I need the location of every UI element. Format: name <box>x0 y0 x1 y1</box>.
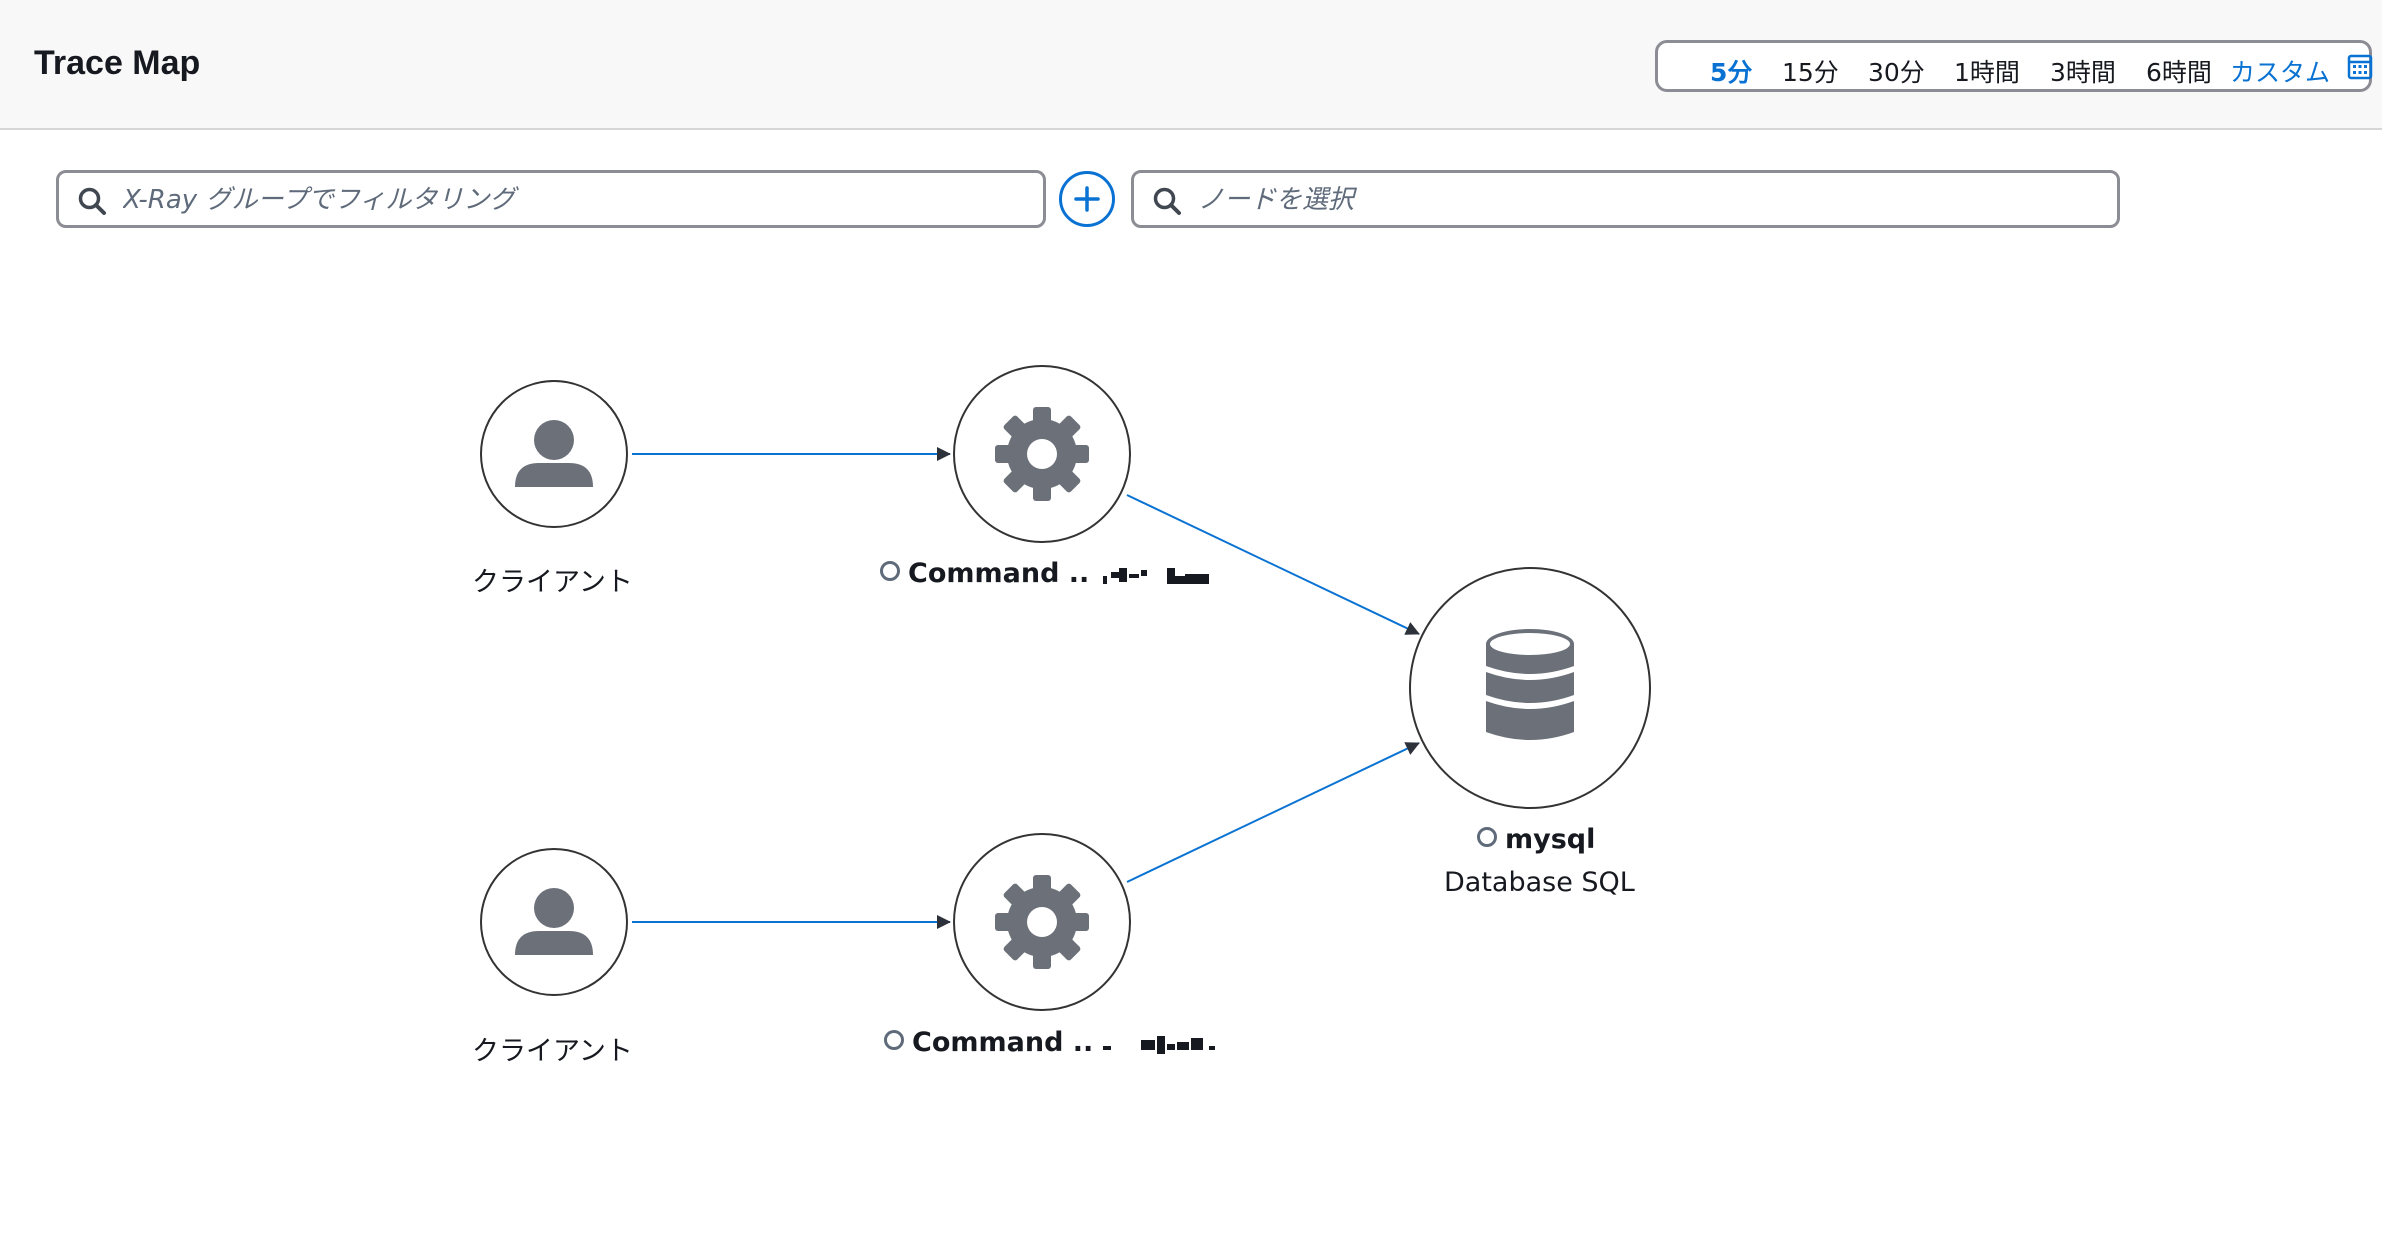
gear-icon <box>995 875 1089 969</box>
time-option-5m[interactable]: 5分 <box>1710 58 1753 87</box>
database-label-row[interactable]: mysql <box>1477 824 1595 855</box>
group-filter-box <box>56 170 1046 228</box>
user-icon <box>515 420 593 487</box>
status-ring-icon <box>1477 827 1497 847</box>
service-node-bottom[interactable] <box>953 833 1131 1011</box>
service-bottom-label-row[interactable]: Command .. <box>884 1027 1243 1058</box>
time-option-30m[interactable]: 30分 <box>1868 58 1925 87</box>
node-select-input[interactable] <box>1196 181 2103 219</box>
status-ring-icon <box>880 561 900 581</box>
edge-service-bottom-to-database[interactable] <box>1126 742 1420 883</box>
client-node-top[interactable] <box>480 380 628 528</box>
time-option-6h[interactable]: 6時間 <box>2146 58 2212 87</box>
database-type-label: Database SQL <box>1444 867 1635 898</box>
redacted-text <box>1102 567 1209 584</box>
status-ring-icon <box>884 1030 904 1050</box>
service-node-top[interactable] <box>953 365 1131 543</box>
search-icon <box>1153 187 1181 215</box>
calendar-icon[interactable] <box>2347 54 2373 80</box>
service-top-label-row[interactable]: Command .. <box>880 558 1239 589</box>
page-header: Trace Map 5分 15分 30分 1時間 3時間 6時間 カスタム <box>0 0 2382 130</box>
page-title: Trace Map <box>34 44 201 82</box>
add-group-button[interactable] <box>1059 171 1115 227</box>
client-node-bottom[interactable] <box>480 848 628 996</box>
database-node[interactable] <box>1409 567 1651 809</box>
service-bottom-label: Command .. <box>912 1027 1094 1058</box>
plus-icon <box>1074 186 1100 212</box>
time-option-1h[interactable]: 1時間 <box>1954 58 2020 87</box>
database-icon <box>1486 629 1574 740</box>
time-option-custom[interactable]: カスタム <box>2230 58 2331 87</box>
edge-service-top-to-database[interactable] <box>1126 494 1420 635</box>
time-option-3h[interactable]: 3時間 <box>2050 58 2116 87</box>
service-top-label: Command .. <box>908 558 1090 589</box>
redacted-text <box>1102 1035 1215 1054</box>
client-bottom-label: クライアント <box>472 1036 633 1067</box>
time-option-15m[interactable]: 15分 <box>1782 58 1839 87</box>
search-icon <box>78 187 106 215</box>
group-filter-input[interactable] <box>121 181 1029 219</box>
time-range-selector: 5分 15分 30分 1時間 3時間 6時間 カスタム <box>1655 40 2373 92</box>
node-filter-box <box>1131 170 2120 228</box>
database-label: mysql <box>1505 824 1596 855</box>
gear-icon <box>995 407 1089 501</box>
user-icon <box>515 888 593 955</box>
client-top-label: クライアント <box>472 567 633 598</box>
